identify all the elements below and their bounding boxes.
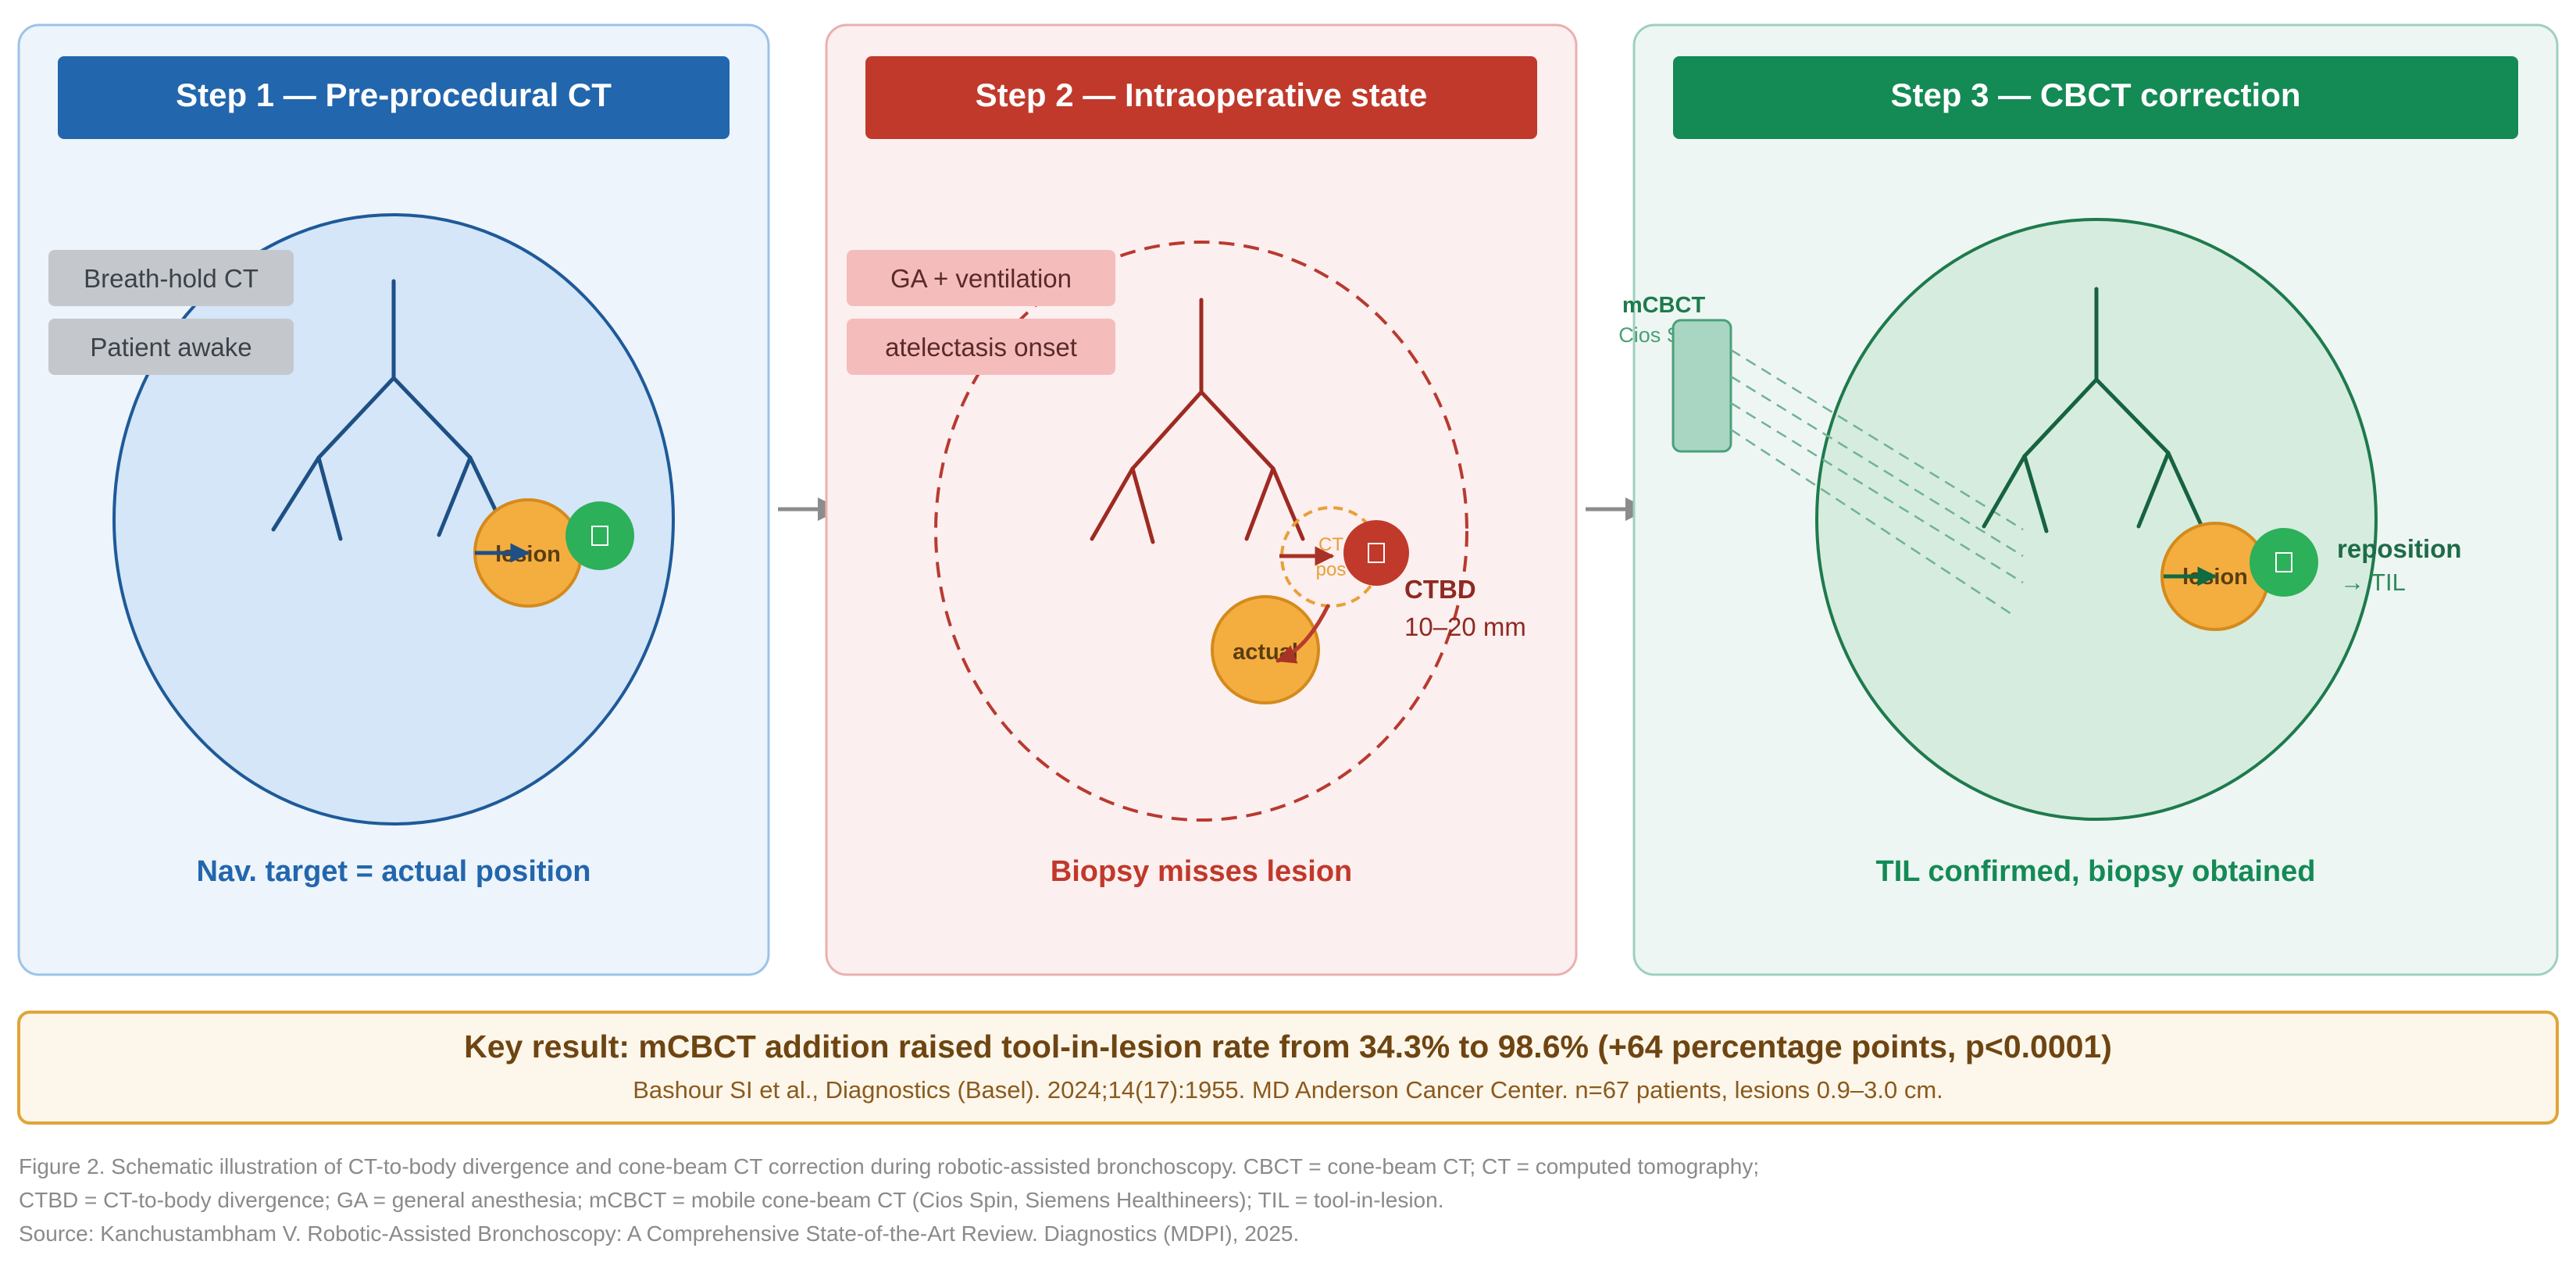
panel-step-1: Step 1 — Pre-procedural CT Breath-hold C… — [17, 23, 770, 976]
panel-3-title-bar — [1673, 56, 2518, 139]
airway-tree-3 — [1982, 287, 2203, 533]
lesion-actual — [1211, 595, 1320, 704]
tool-tip-til-glyph — [2275, 552, 2292, 572]
tag-ga-ventilation — [847, 250, 1115, 306]
ctbd-range: 10–20 mm — [1404, 612, 1526, 641]
caption-line-1: Figure 2. Schematic illustration of CT-t… — [19, 1154, 1759, 1179]
mcbct-device — [1672, 319, 1732, 453]
panel-1-title: Step 1 — Pre-procedural CT — [176, 77, 612, 113]
tag-breath-hold — [48, 250, 294, 306]
caption-line-2: CTBD = CT-to-body divergence; GA = gener… — [19, 1188, 1443, 1212]
panel-1-title-bar — [58, 56, 730, 139]
figure-caption: Figure 2. Schematic illustration of CT-t… — [19, 1154, 1759, 1246]
ct-pos-label-line1: CT — [1318, 534, 1343, 555]
panel-step-3: Step 3 — CBCT correction mCBCT Cios Spin… — [1618, 23, 2559, 976]
lung-outline-2 — [934, 241, 1468, 822]
panel-3-caption: TIL confirmed, biopsy obtained — [1875, 855, 2315, 888]
panel-2-title-bar — [865, 56, 1537, 139]
panel-step-2: Step 2 — Intraoperative state GA + venti… — [825, 23, 1578, 976]
tag-ga-ventilation-label: GA + ventilation — [890, 264, 1072, 293]
ctbd-label: CTBD — [1404, 575, 1476, 604]
key-result-background — [17, 1011, 2559, 1125]
tool-tip-glyph — [591, 526, 608, 546]
tool-tip-miss-icon — [1343, 520, 1409, 586]
lung-outline-3 — [1815, 218, 2378, 821]
caption-source: Source: Kanchustambham V. Robotic-Assist… — [19, 1221, 1299, 1246]
xray-beams — [1730, 348, 2024, 615]
actual-label: actual — [1233, 640, 1298, 665]
key-result-box: Key result: mCBCT addition raised tool-i… — [17, 1011, 2559, 1125]
panel-2-title: Step 2 — Intraoperative state — [976, 77, 1428, 113]
reposition-label: reposition — [2337, 534, 2462, 563]
tag-breath-hold-label: Breath-hold CT — [84, 264, 259, 293]
tag-atelectasis-label: atelectasis onset — [885, 333, 1077, 362]
panel-2-caption: Biopsy misses lesion — [1051, 855, 1353, 888]
panel-1-caption: Nav. target = actual position — [196, 855, 590, 888]
airway-tree-1 — [271, 279, 502, 541]
key-result-source: Bashour SI et al., Diagnostics (Basel). … — [633, 1076, 1943, 1104]
tag-patient-awake-label: Patient awake — [90, 333, 252, 362]
key-result-headline: Key result: mCBCT addition raised tool-i… — [464, 1029, 2112, 1064]
tag-atelectasis — [847, 319, 1115, 375]
divergence-arrow — [1276, 604, 1330, 664]
tool-tip-icon — [566, 501, 634, 570]
tool-tip-miss-glyph — [1368, 543, 1385, 563]
tool-tip-til-icon — [2250, 528, 2318, 597]
tag-patient-awake — [48, 319, 294, 375]
til-label: → TIL — [2340, 569, 2406, 596]
airway-tree-2 — [1090, 298, 1305, 544]
panel-3-title: Step 3 — CBCT correction — [1890, 77, 2300, 113]
ct-pos-label-line2: pos — [1316, 559, 1347, 580]
device-label: mCBCT — [1622, 293, 1706, 318]
